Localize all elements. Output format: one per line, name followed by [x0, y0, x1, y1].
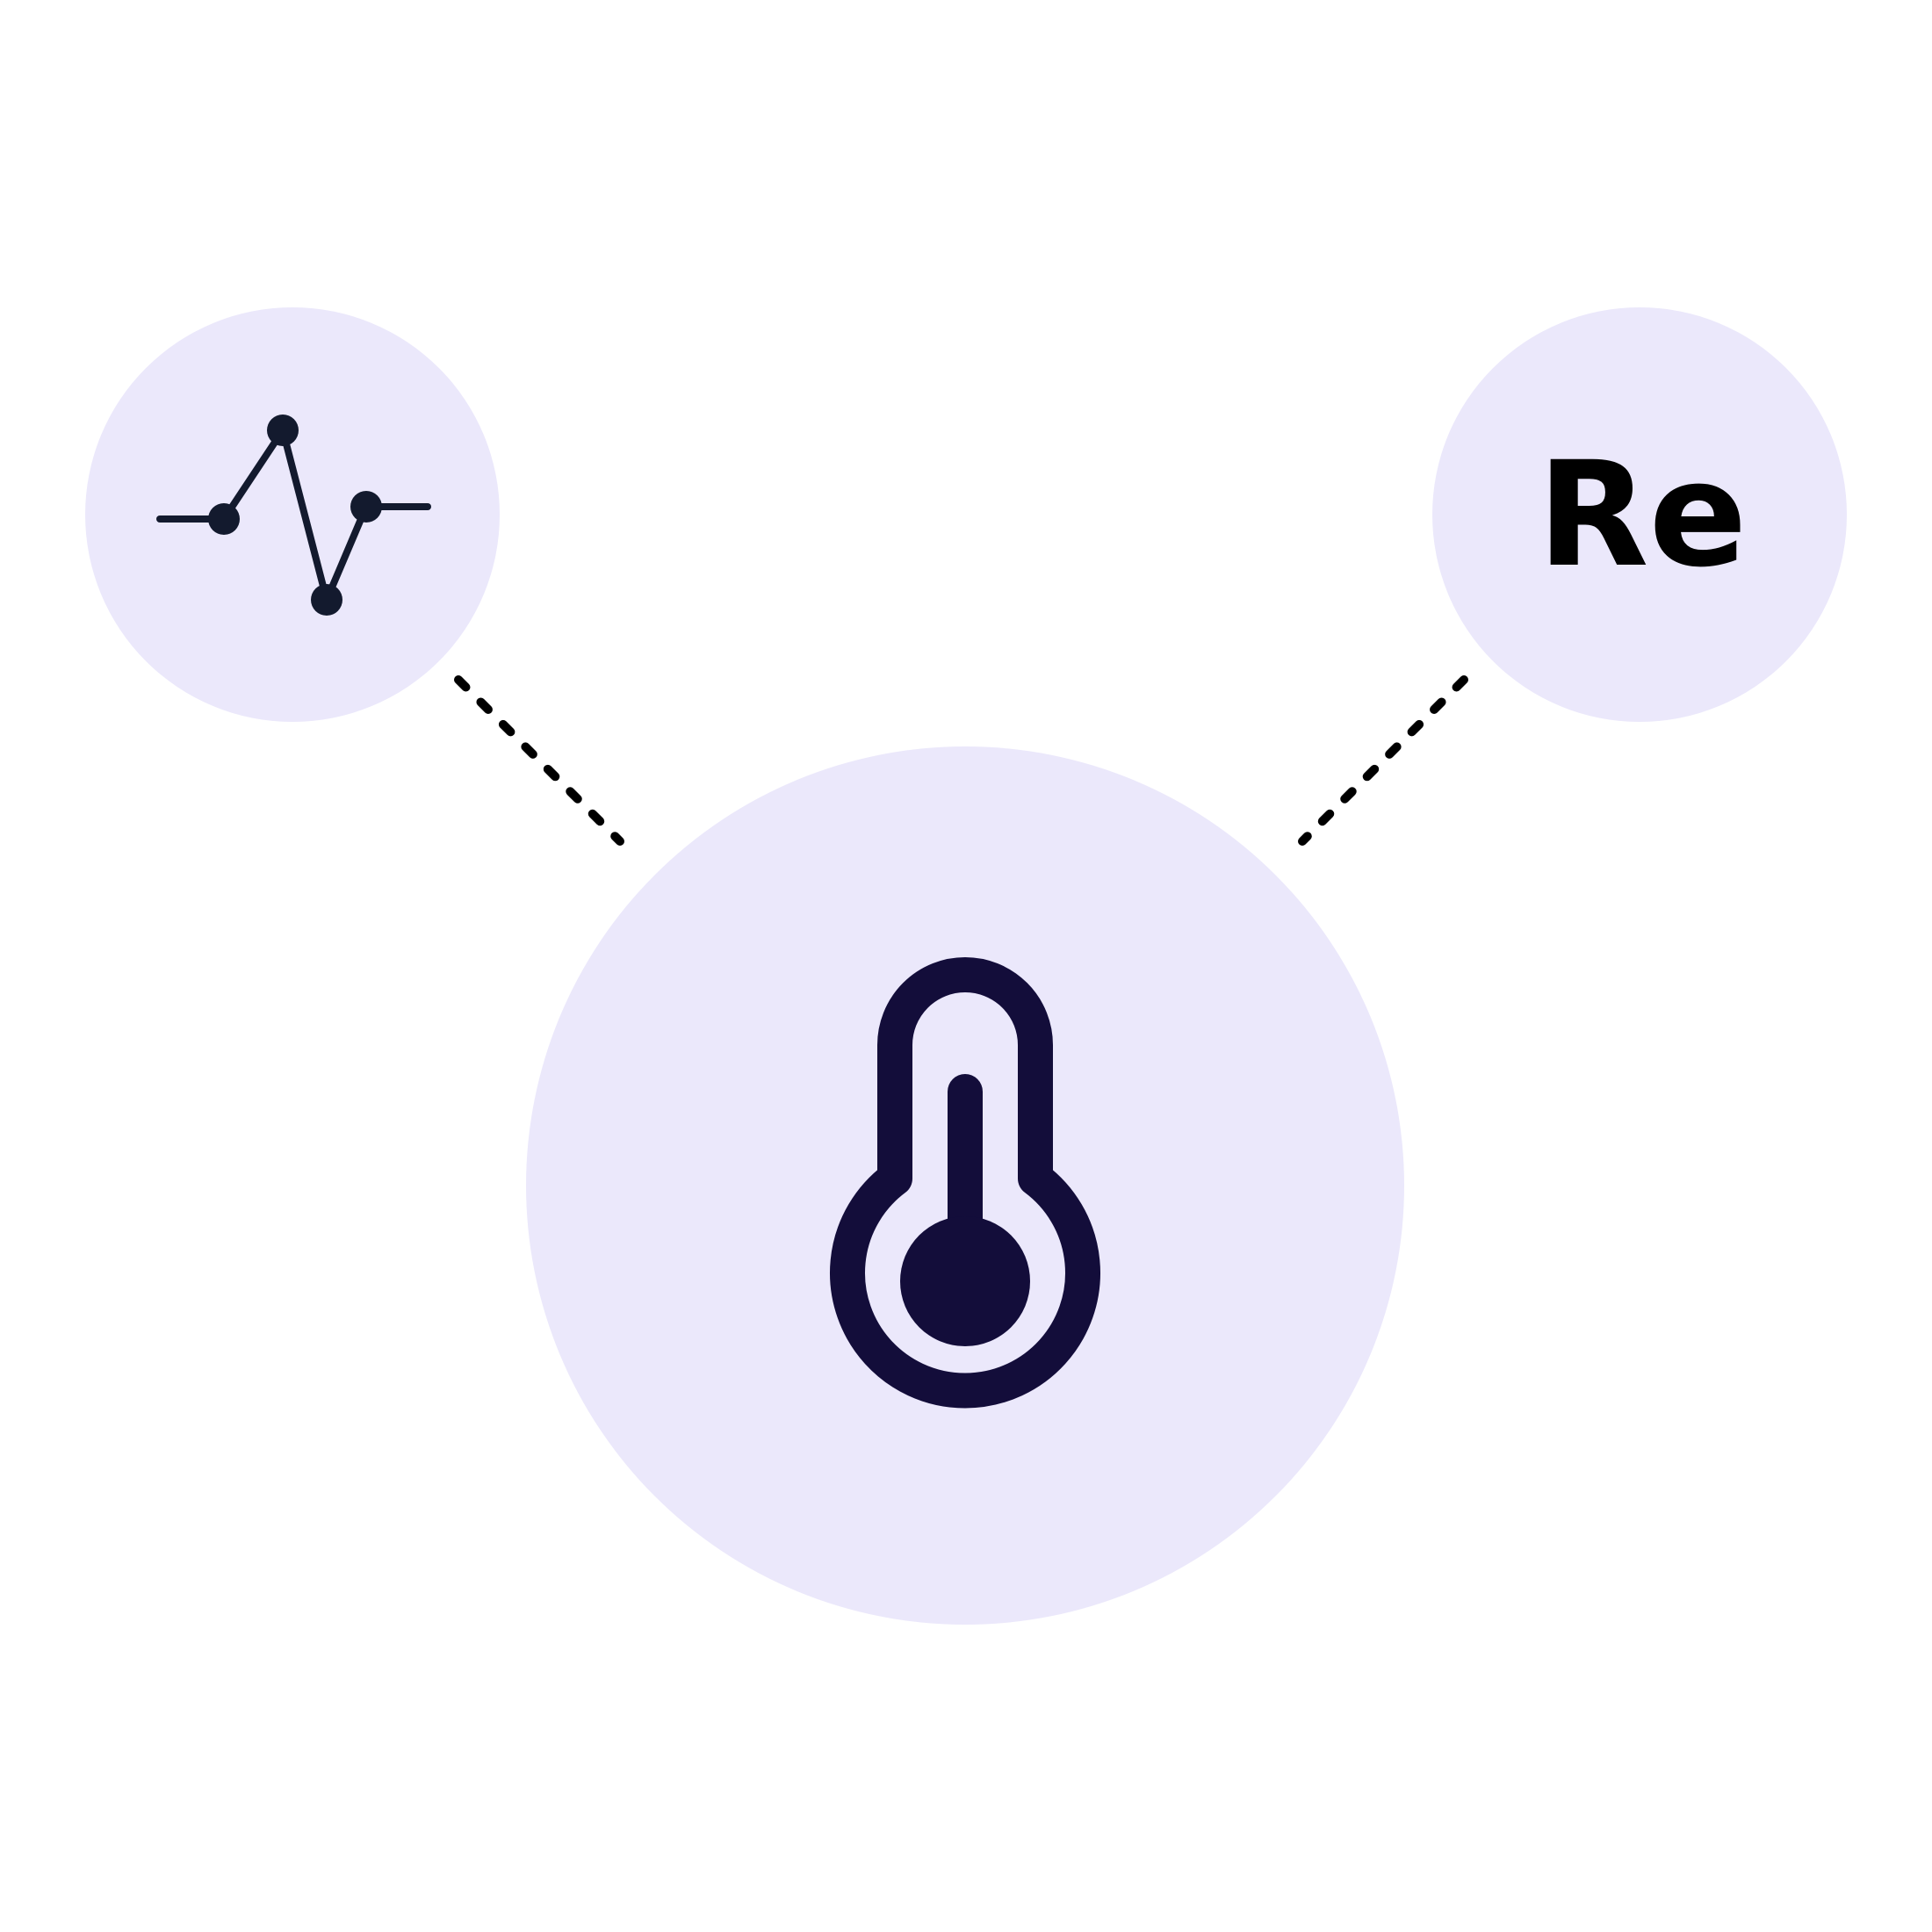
right-node-label: Re [1538, 430, 1748, 599]
thermometer-icon [830, 957, 1100, 1409]
center-node [526, 746, 1404, 1625]
right-node: Re [1432, 307, 1847, 722]
connector-left-to-center [454, 675, 624, 846]
right-node-circle [1432, 307, 1847, 722]
left-node-circle [85, 307, 500, 722]
signal-graph-icon [156, 415, 431, 616]
connector-right-to-center [1298, 675, 1468, 846]
left-node [85, 307, 500, 722]
